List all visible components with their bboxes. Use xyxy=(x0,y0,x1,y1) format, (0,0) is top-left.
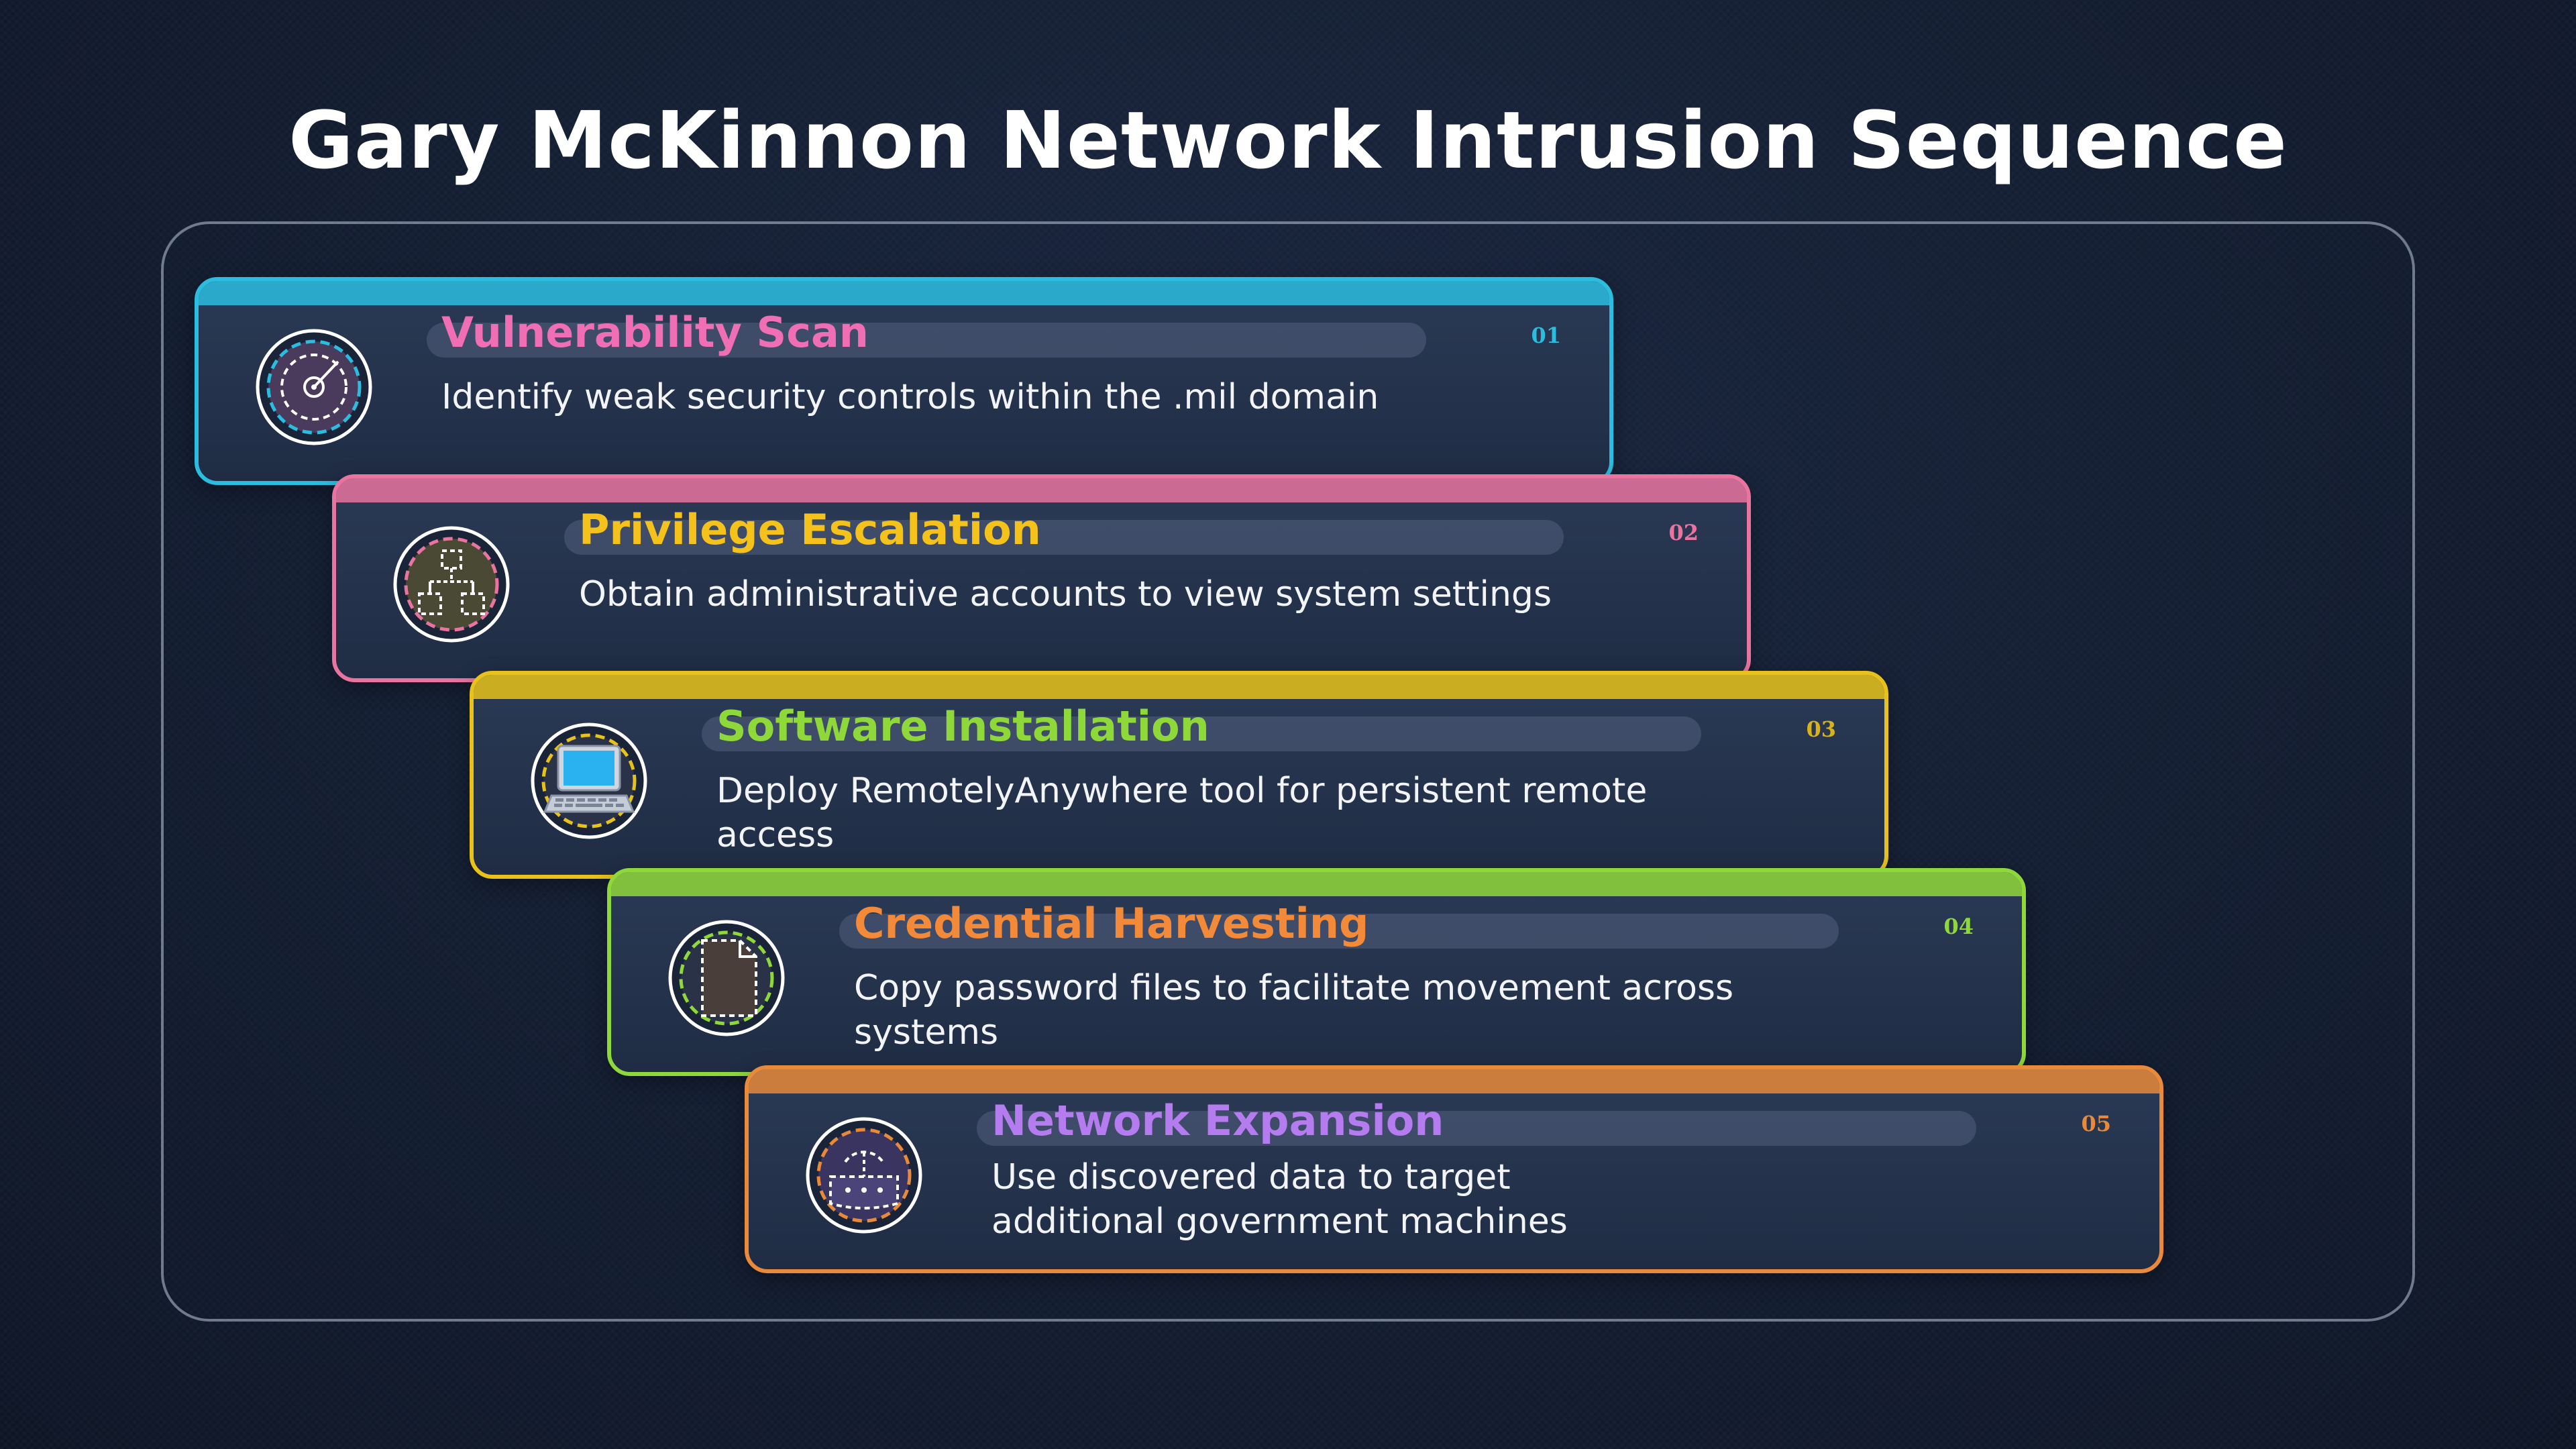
step-title: Credential Harvesting xyxy=(854,899,1369,948)
step-description: Deploy RemotelyAnywhere tool for persist… xyxy=(716,771,1648,855)
title-highlight-bar xyxy=(564,520,1564,555)
title-highlight-bar xyxy=(977,1111,1976,1146)
radar-scan-icon xyxy=(254,327,374,447)
step-title: Network Expansion xyxy=(991,1096,1444,1145)
step-number: 03 xyxy=(1806,716,1836,742)
title-highlight-bar xyxy=(427,323,1426,358)
network-expand-icon xyxy=(804,1115,924,1236)
step-description: Copy password files to facilitate moveme… xyxy=(854,968,1734,1053)
step-card-privilege-escalation: Privilege Escalation 02 Obtain administr… xyxy=(332,474,1751,682)
step-number: 01 xyxy=(1531,323,1561,348)
step-card-network-expansion: Network Expansion 05 Use discovered data… xyxy=(745,1065,2163,1273)
step-card-vulnerability-scan: Vulnerability Scan 01 Identify weak secu… xyxy=(195,277,1613,485)
laptop-icon xyxy=(529,720,649,841)
title-highlight-bar xyxy=(702,716,1701,751)
step-title: Privilege Escalation xyxy=(579,505,1041,554)
step-card-top-bar xyxy=(749,1069,2159,1093)
page-title: Gary McKinnon Network Intrusion Sequence xyxy=(288,94,2288,186)
step-number: 04 xyxy=(1943,914,1974,939)
step-title: Vulnerability Scan xyxy=(441,308,869,357)
step-card-software-installation: Software Installation 03 Deploy Remotely… xyxy=(470,671,1888,879)
step-card-top-bar xyxy=(474,675,1884,699)
title-highlight-bar xyxy=(839,914,1839,949)
org-hierarchy-icon xyxy=(391,524,512,645)
document-file-icon xyxy=(666,918,787,1038)
step-title: Software Installation xyxy=(716,702,1210,751)
step-description: Use discovered data to target additional… xyxy=(991,1157,1568,1242)
step-number: 05 xyxy=(2081,1111,2111,1136)
step-description: Obtain administrative accounts to view s… xyxy=(579,574,1552,614)
step-card-top-bar xyxy=(336,478,1747,502)
step-card-credential-harvesting: Credential Harvesting 04 Copy password f… xyxy=(607,868,2026,1076)
step-number: 02 xyxy=(1668,520,1699,545)
step-description: Identify weak security controls within t… xyxy=(441,377,1379,417)
step-card-top-bar xyxy=(611,872,2022,896)
step-card-top-bar xyxy=(199,281,1609,305)
